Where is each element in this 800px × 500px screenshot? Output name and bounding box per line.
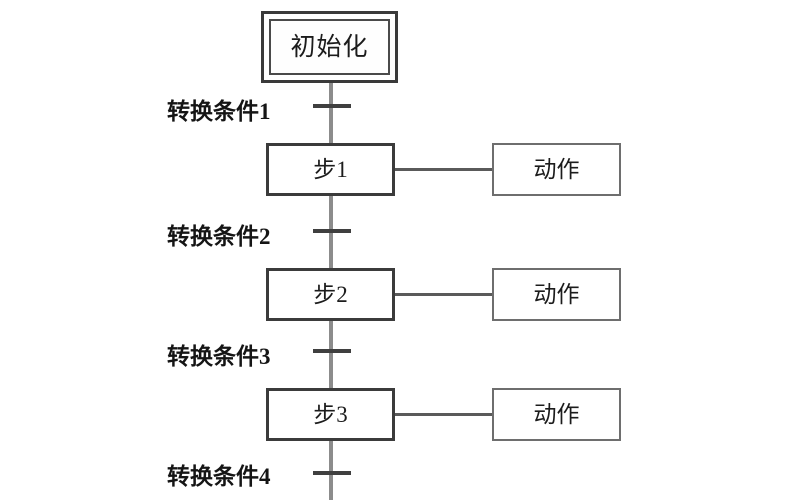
action-label-2: 动作 bbox=[533, 282, 580, 307]
action-box-2[interactable]: 动作 bbox=[492, 268, 621, 321]
step-label-3: 步3 bbox=[313, 402, 348, 427]
transition-label-1: 转换条件1 bbox=[167, 99, 271, 124]
action-link-2 bbox=[395, 293, 493, 296]
step-box-3[interactable]: 步3 bbox=[266, 388, 395, 441]
transition-tick-3 bbox=[313, 349, 351, 353]
trunk-line-step2-to-t3 bbox=[329, 319, 333, 390]
initial-step-inner-frame: 初始化 bbox=[269, 19, 390, 75]
action-link-1 bbox=[395, 168, 493, 171]
transition-label-2: 转换条件2 bbox=[167, 224, 271, 249]
action-box-3[interactable]: 动作 bbox=[492, 388, 621, 441]
transition-label-4: 转换条件4 bbox=[167, 464, 271, 489]
initial-step-box[interactable]: 初始化 bbox=[261, 11, 398, 83]
action-label-3: 动作 bbox=[533, 402, 580, 427]
trunk-line-initial-to-t1 bbox=[329, 83, 333, 143]
transition-tick-2 bbox=[313, 229, 351, 233]
action-box-1[interactable]: 动作 bbox=[492, 143, 621, 196]
transition-label-3: 转换条件3 bbox=[167, 344, 271, 369]
step-label-1: 步1 bbox=[313, 157, 348, 182]
action-label-1: 动作 bbox=[533, 157, 580, 182]
step-box-1[interactable]: 步1 bbox=[266, 143, 395, 196]
step-box-2[interactable]: 步2 bbox=[266, 268, 395, 321]
action-link-3 bbox=[395, 413, 493, 416]
step-label-2: 步2 bbox=[313, 282, 348, 307]
transition-tick-4 bbox=[313, 471, 351, 475]
transition-tick-1 bbox=[313, 104, 351, 108]
trunk-line-step3-to-t4 bbox=[329, 439, 333, 500]
initial-step-label: 初始化 bbox=[290, 33, 369, 61]
